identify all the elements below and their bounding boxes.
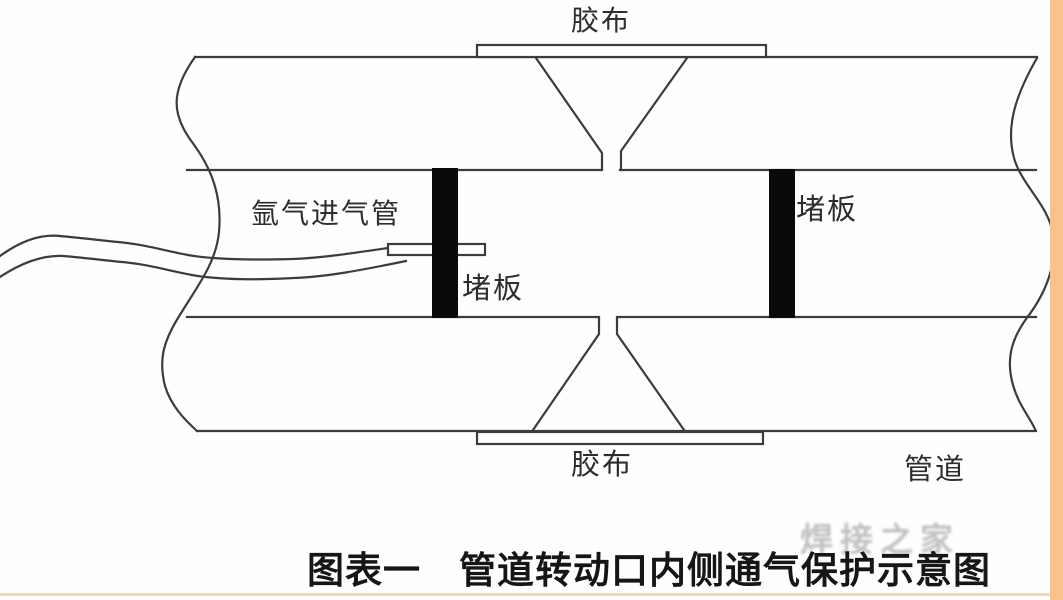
plug-plate-left	[432, 168, 458, 318]
tape-bottom	[475, 430, 765, 446]
bottom-edge-accent	[0, 593, 1050, 596]
plug-plate-right	[769, 169, 795, 318]
label-tape-top: 胶布	[571, 5, 632, 36]
weld-groove-top	[534, 56, 689, 171]
figure-caption: 图表一管道转动口内侧通气保护示意图	[307, 540, 991, 594]
label-pipe: 管道	[904, 454, 967, 486]
label-argon-inlet-pipe: 氩气进气管	[251, 198, 402, 229]
label-tape-bottom: 胶布	[571, 449, 634, 481]
figure-title: 管道转动口内侧通气保护示意图	[459, 550, 991, 591]
label-plug-plate-right: 堵板	[796, 194, 859, 226]
label-plug-plate-left: 堵板	[462, 273, 525, 305]
argon-hose-lower	[0, 254, 408, 281]
right-edge-accent	[1050, 0, 1063, 600]
pipe-break-right	[1008, 56, 1056, 431]
argon-hose-upper	[0, 234, 404, 261]
pipe-break-left	[161, 55, 221, 433]
figure-number: 图表一	[307, 550, 421, 591]
tape-top	[475, 43, 768, 59]
weld-groove-bottom	[531, 316, 686, 432]
